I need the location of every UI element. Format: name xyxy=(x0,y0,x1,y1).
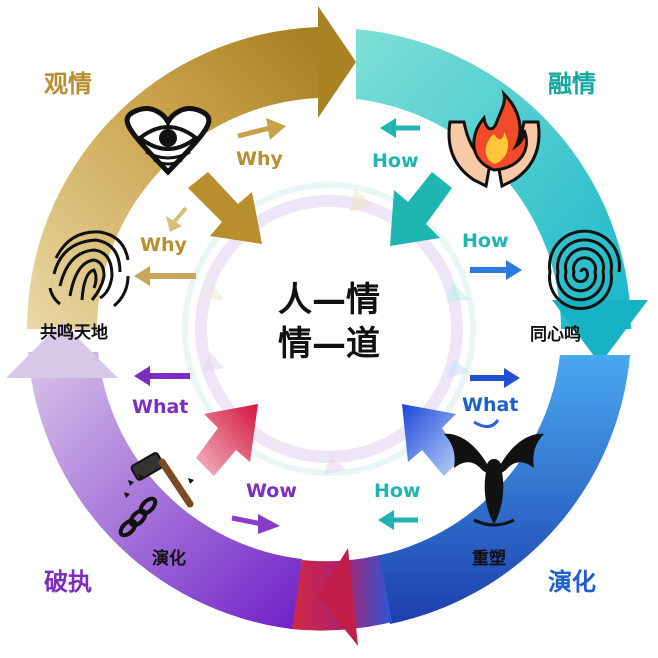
spiral-label: 同心鸣 xyxy=(530,325,581,345)
phoenix-icon xyxy=(444,433,544,527)
quadrant-label-bottom-left: 破执 xyxy=(44,568,92,596)
center-line-1: 人—情 xyxy=(278,280,380,320)
arrow-blue-outward xyxy=(402,404,462,476)
keyword-what-1: What xyxy=(132,396,189,418)
fingerprint-icon xyxy=(48,230,130,308)
spiral-icon xyxy=(548,229,621,311)
inward-arrows xyxy=(188,172,462,476)
keyword-how-1: How xyxy=(372,150,419,172)
keyword-how-2: How xyxy=(462,230,509,252)
arrow-red-outward xyxy=(196,404,258,476)
keyword-what-2: What xyxy=(462,394,519,416)
center-text: 人—情 情—道 xyxy=(259,278,399,366)
ring-arrowhead-teal xyxy=(552,300,648,364)
ring-arrowhead-purple xyxy=(6,322,118,378)
keyword-how-3: How xyxy=(374,480,421,502)
quadrant-label-top-right: 融情 xyxy=(548,70,596,98)
ring-segment-purple xyxy=(28,352,302,629)
hammer-chain-icon xyxy=(118,452,194,538)
quadrant-label-top-left: 观情 xyxy=(44,70,92,98)
flame-hands-icon xyxy=(447,89,541,189)
keyword-wow: Wow xyxy=(246,480,297,502)
keyword-why-1: Why xyxy=(236,148,283,170)
keyword-why-2: Why xyxy=(140,234,187,256)
quadrant-label-bottom-right: 演化 xyxy=(548,568,596,596)
heart-eye-icon xyxy=(124,106,212,176)
small-arrows xyxy=(134,118,522,534)
ring-segment-gold xyxy=(26,27,318,329)
ring-arrowhead-crimson xyxy=(318,548,358,646)
fingerprint-label: 共鸣天地 xyxy=(40,323,108,343)
hammer-label: 演化 xyxy=(152,549,186,569)
center-line-2: 情—道 xyxy=(278,324,380,364)
ring-arrowhead-gold xyxy=(318,6,356,118)
arrow-teal-inward xyxy=(390,172,452,246)
arrow-gold-inward xyxy=(188,172,262,244)
inner-ring-arrowheads xyxy=(200,188,470,474)
phoenix-label: 重塑 xyxy=(472,549,506,569)
